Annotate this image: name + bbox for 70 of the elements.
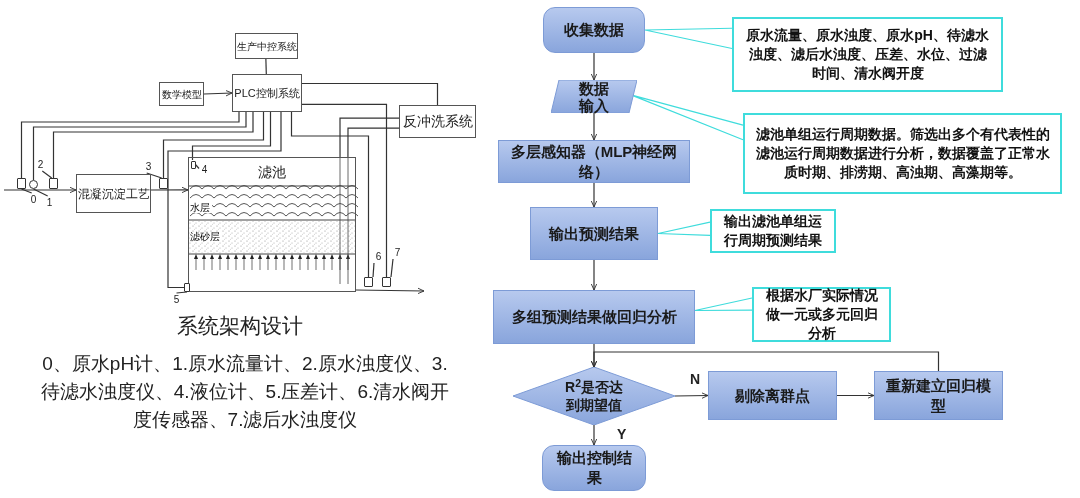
meter-icon (17, 178, 26, 189)
callout-number: 7 (393, 246, 402, 259)
leader-line (41, 170, 53, 179)
tank-label: 滤池 (258, 163, 286, 182)
arrow (3, 186, 77, 194)
edge-label: Y (617, 427, 627, 441)
gauge-icon (29, 180, 38, 189)
arrow (355, 287, 425, 295)
edge-label: N (690, 372, 701, 386)
meter-icon (159, 178, 168, 189)
callout-line (657, 221, 711, 236)
leader-line (20, 188, 33, 194)
callout-number: 1 (45, 196, 54, 209)
note-box: 输出滤池单组运行周期预测结果 (710, 209, 836, 253)
process-box: 多组预测结果做回归分析 (493, 290, 695, 344)
callout-line (694, 297, 753, 312)
process-box: 输出预测结果 (530, 207, 658, 260)
arrow (590, 259, 598, 291)
arrow (590, 351, 940, 372)
arrow (590, 112, 598, 141)
connector-line (290, 111, 370, 278)
meter-icon (49, 178, 58, 189)
connector-line (167, 111, 282, 289)
connector-line (301, 82, 439, 106)
system-box: 生产中控系统 (235, 33, 298, 59)
arrow (590, 52, 598, 81)
process-box: 多层感知器（MLP神经网络） (498, 140, 690, 183)
note-box: 滤池单组运行周期数据。筛选出多个有代表性的滤池运行周期数据进行分析，数据覆盖了正常水质时期、排涝期、高浊期、高藻期等。 (743, 113, 1062, 194)
process-box: 重新建立回归模型 (874, 371, 1003, 420)
meter-icon (191, 161, 196, 169)
connector-line (162, 111, 265, 179)
arrow (674, 392, 709, 399)
leader-line (390, 258, 394, 278)
process-box: 收集数据 (543, 7, 645, 53)
callout-number: 6 (374, 250, 383, 263)
connector-line (347, 127, 400, 158)
connector-line (265, 58, 267, 75)
callout-number: 0 (29, 193, 38, 206)
note-box: 原水流量、原水浊度、原水pH、待滤水浊度、滤后水浊度、压差、水位、过滤时间、清水阀开度 (732, 17, 1003, 92)
arrow (150, 186, 189, 194)
callout-line (644, 27, 733, 50)
callout-number: 5 (172, 293, 181, 306)
legend-text: 0、原水pH计、1.原水流量计、2.原水浊度仪、3.待滤水浊度仪、4.液位计、5.压差计、6.清水阀开度传感器、7.滤后水浊度仪 (40, 352, 450, 432)
leader-line (175, 291, 188, 294)
leader-line (372, 262, 375, 278)
system-box: PLC控制系统 (232, 74, 302, 112)
figure-caption: 系统架构设计 (176, 313, 304, 339)
terminal-box: 输出控制结果 (542, 445, 646, 491)
process-box: 混凝沉淀工艺 (76, 174, 151, 213)
connector-line (339, 117, 400, 158)
note-box: 根据水厂实际情况做一元或多元回归分析 (752, 287, 891, 342)
leader-line (194, 163, 200, 170)
callout-number: 4 (200, 163, 209, 176)
system-box: 数学模型 (159, 82, 204, 106)
meter-icon (382, 277, 391, 287)
decision-diamond: R$^{2}$是否达到期望值 (513, 367, 675, 425)
process-box: 剔除离群点 (708, 371, 837, 420)
arrow (836, 392, 875, 399)
meter-icon (364, 277, 373, 287)
layer-label: 滤砂层 (190, 232, 222, 242)
arrow (203, 89, 233, 97)
leader-line (32, 188, 49, 197)
connector-line (301, 103, 388, 278)
callout-number: 2 (36, 158, 45, 171)
connector-line (191, 111, 272, 161)
system-box: 反冲洗系统 (399, 105, 476, 138)
layer-label: 水层 (190, 203, 212, 213)
input-parallelogram: 数据输入 (551, 80, 637, 113)
callout-number: 3 (144, 160, 153, 173)
meter-icon (184, 283, 190, 292)
